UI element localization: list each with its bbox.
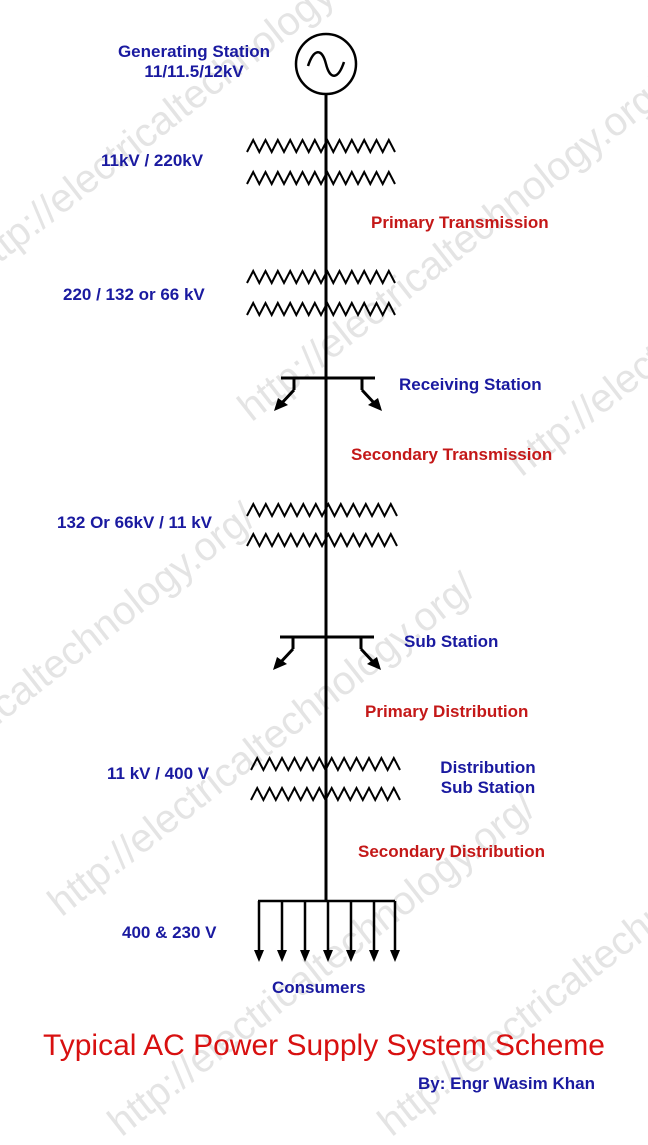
secondary-winding: [246, 531, 398, 549]
secondary-winding: [250, 785, 401, 803]
transformer-4-icon: [250, 755, 401, 803]
generator-icon: [294, 32, 358, 96]
primary-winding: [246, 501, 398, 519]
transformer-3-label: 132 Or 66kV / 11 kV: [57, 513, 213, 532]
distribution-sub-station-line-2: Sub Station: [440, 778, 536, 797]
author-byline: By: Engr Wasim Khan: [418, 1074, 595, 1093]
receiving-station-label: Receiving Station: [399, 375, 542, 394]
secondary-distribution-label: Secondary Distribution: [358, 842, 546, 861]
transformer-3-icon: [246, 501, 398, 549]
distribution-sub-station-line-1: Distribution: [440, 758, 536, 777]
page-title: Typical AC Power Supply System Scheme: [43, 1029, 605, 1062]
primary-winding: [246, 268, 396, 286]
sub-station-arrows: [273, 657, 381, 670]
distribution-sub-station-label: Distribution Sub Station: [422, 758, 554, 798]
secondary-winding: [246, 300, 396, 318]
receiving-station-arrows: [274, 398, 382, 411]
primary-winding: [246, 137, 396, 155]
consumer-arrows: [254, 950, 400, 962]
generator-label-line-1: Generating Station: [117, 42, 271, 61]
generator-label-line-2: 11/11.5/12kV: [144, 62, 244, 81]
receiving-station-busbar-icon: [278, 376, 378, 407]
primary-distribution-label: Primary Distribution: [365, 702, 529, 721]
consumer-voltage-label: 400 & 230 V: [122, 923, 217, 942]
transformer-1-label: 11kV / 220kV: [101, 151, 204, 170]
secondary-transmission-label: Secondary Transmission: [351, 445, 553, 464]
transformer-2-icon: [246, 268, 396, 318]
primary-winding: [250, 755, 401, 773]
transformer-1-icon: [246, 137, 396, 187]
single-line-diagram: [246, 32, 401, 962]
consumers-label: Consumers: [272, 978, 366, 997]
consumer-feeders-icon: [257, 899, 397, 952]
primary-transmission-label: Primary Transmission: [371, 213, 549, 232]
generator-label: Generating Station 11/11.5/12kV: [100, 42, 288, 82]
secondary-winding: [246, 169, 396, 187]
transformer-4-label: 11 kV / 400 V: [107, 764, 210, 783]
sub-station-label: Sub Station: [404, 632, 499, 651]
transformer-2-label: 220 / 132 or 66 kV: [63, 285, 205, 304]
